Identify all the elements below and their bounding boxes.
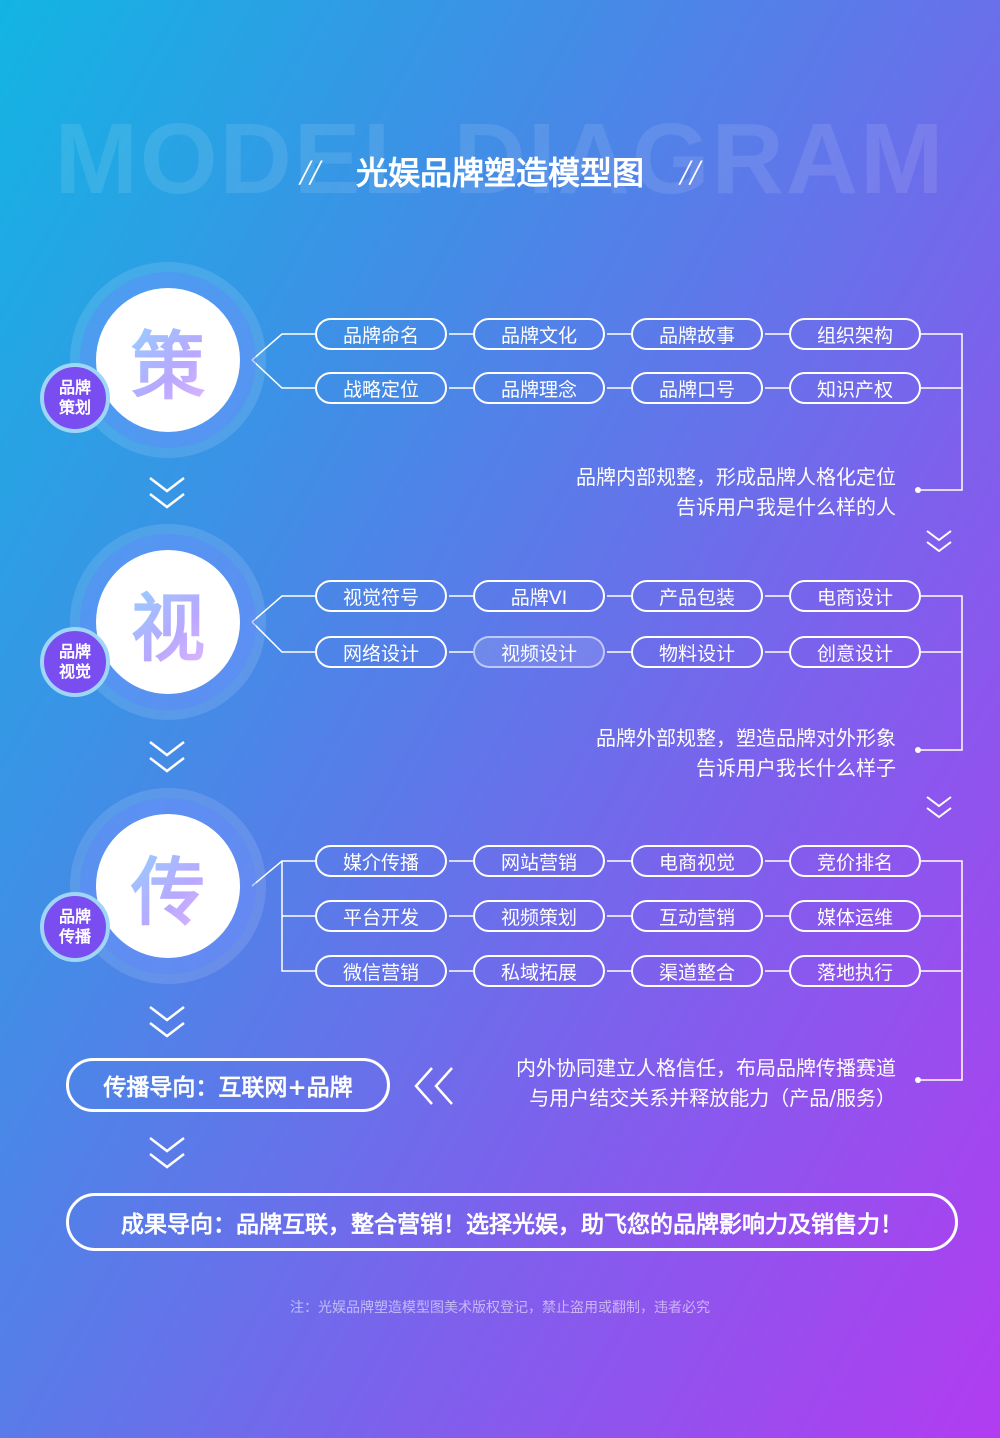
strategy-badge: 品牌策划: [40, 363, 110, 433]
pill-item-highlighted: 视频设计: [473, 636, 605, 668]
pill-item: 落地执行: [789, 955, 921, 987]
pill-item: 品牌命名: [315, 318, 447, 350]
badge-line-2: 视觉: [58, 662, 91, 681]
title-text: 光娱品牌塑造模型图: [355, 154, 644, 192]
circle-inner: 视: [96, 550, 240, 694]
pill-item: 品牌VI: [473, 580, 605, 612]
spread-circle: 传: [80, 798, 256, 974]
circle-char: 策: [131, 307, 205, 414]
double-chevron-down-icon: [149, 1006, 185, 1038]
page-title: // 光娱品牌塑造模型图 //: [0, 148, 1000, 194]
pill-item: 知识产权: [789, 372, 921, 404]
pill-item: 媒体运维: [789, 900, 921, 932]
double-chevron-down-icon: [149, 477, 185, 509]
orientation-pill: 传播导向：互联网+品牌: [66, 1058, 390, 1112]
result-pill: 成果导向：品牌互联，整合营销！选择光娱，助飞您的品牌影响力及销售力！: [66, 1193, 958, 1251]
pill-item: 平台开发: [315, 900, 447, 932]
pill-item: 视频策划: [473, 900, 605, 932]
copyright-note: 注：光娱品牌塑造模型图美术版权登记，禁止盗用或翻制，违者必究: [290, 1300, 710, 1316]
description-line: 内外协同建立人格信任，布局品牌传播赛道: [516, 1056, 896, 1080]
section-description: 品牌外部规整，塑造品牌对外形象 告诉用户我长什么样子: [596, 723, 896, 783]
description-line: 品牌内部规整，形成品牌人格化定位: [576, 465, 896, 489]
section-description: 品牌内部规整，形成品牌人格化定位 告诉用户我是什么样的人: [576, 462, 896, 522]
background-watermark: MODEL DIAGRAM: [54, 103, 946, 215]
pill-item: 物料设计: [631, 636, 763, 668]
pill-item: 电商视觉: [631, 845, 763, 877]
badge-line-1: 品牌: [58, 642, 91, 661]
pill-item: 渠道整合: [631, 955, 763, 987]
title-slash-right: //: [680, 152, 701, 192]
badge-line-1: 品牌: [58, 907, 91, 926]
pill-item: 媒介传播: [315, 845, 447, 877]
double-chevron-left-icon: [414, 1067, 453, 1105]
description-line: 品牌外部规整，塑造品牌对外形象: [596, 726, 896, 750]
circle-inner: 传: [96, 814, 240, 958]
pill-item: 组织架构: [789, 318, 921, 350]
pill-item: 品牌文化: [473, 318, 605, 350]
visual-circle: 视: [80, 534, 256, 710]
pill-item: 品牌故事: [631, 318, 763, 350]
double-chevron-down-icon: [149, 741, 185, 773]
pill-item: 视觉符号: [315, 580, 447, 612]
pill-item: 网站营销: [473, 845, 605, 877]
circle-char: 传: [131, 833, 205, 940]
double-chevron-down-icon: [926, 530, 952, 553]
circle-inner: 策: [96, 288, 240, 432]
badge-line-2: 策划: [58, 398, 91, 417]
description-line: 告诉用户我长什么样子: [696, 756, 896, 780]
section-description: 内外协同建立人格信任，布局品牌传播赛道 与用户结交关系并释放能力（产品/服务）: [516, 1053, 896, 1113]
pill-item: 互动营销: [631, 900, 763, 932]
circle-char: 视: [131, 569, 205, 676]
badge-line-2: 传播: [58, 927, 91, 946]
pill-item: 创意设计: [789, 636, 921, 668]
pill-item: 网络设计: [315, 636, 447, 668]
pill-item: 电商设计: [789, 580, 921, 612]
pill-item: 微信营销: [315, 955, 447, 987]
pill-item: 战略定位: [315, 372, 447, 404]
description-line: 告诉用户我是什么样的人: [676, 495, 896, 519]
double-chevron-down-icon: [149, 1137, 185, 1169]
pill-item: 私域拓展: [473, 955, 605, 987]
pill-item: 产品包装: [631, 580, 763, 612]
visual-badge: 品牌视觉: [40, 627, 110, 697]
pill-item: 品牌口号: [631, 372, 763, 404]
pill-item: 品牌理念: [473, 372, 605, 404]
description-line: 与用户结交关系并释放能力（产品/服务）: [529, 1086, 896, 1110]
pill-item: 竞价排名: [789, 845, 921, 877]
double-chevron-down-icon: [926, 796, 952, 819]
title-slash-left: //: [299, 152, 320, 192]
badge-line-1: 品牌: [58, 378, 91, 397]
strategy-circle: 策: [80, 272, 256, 448]
spread-badge: 品牌传播: [40, 892, 110, 962]
